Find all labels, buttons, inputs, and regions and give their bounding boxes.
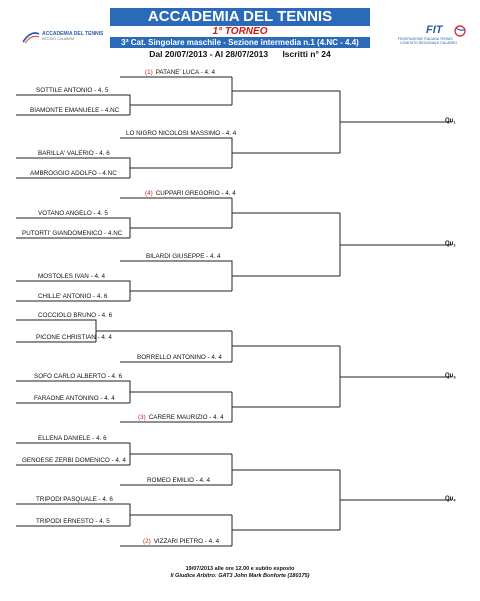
player-entry: COCCIOLO BRUNO - 4. 6 (38, 312, 113, 319)
bye-player-entry: ROMEO EMILIO - 4. 4 (147, 477, 210, 484)
seed-number: (2) (143, 538, 151, 545)
qualifier-3: Qu3 (445, 373, 456, 380)
tennis-ball-icon (22, 32, 40, 44)
player-entry: TRIPODI PASQUALE - 4. 6 (36, 496, 113, 503)
qualifier-2: Qu2 (445, 241, 456, 248)
bracket-lines (16, 76, 452, 547)
bracket-names: (1)PATANE' LUCA - 4. 4 (4)CUPPARI GREGOR… (22, 69, 456, 545)
fit-logo-line1: FEDERAZIONE ITALIANA TENNIS (398, 37, 453, 41)
qualifier-1: Qu1 (445, 118, 456, 125)
academy-logo-subtext: REGGIO CALABRIA (42, 37, 75, 41)
player-entry: CHILLE' ANTONIO - 4. 6 (38, 293, 108, 300)
player-entry: VOTANO ANGELO - 4. 5 (38, 210, 108, 217)
category-banner: 3ª Cat. Singolare maschile - Sezione int… (110, 37, 370, 48)
seed-number: (4) (145, 190, 153, 197)
bye-player-entry: LO NIGRO NICOLOSI MASSIMO - 4. 4 (126, 130, 237, 137)
academy-logo-text: ACCADEMIA DEL TENNIS (42, 31, 104, 37)
iscritti-count: Iscritti n° 24 (282, 49, 331, 59)
seed-4-entry: (4)CUPPARI GREGORIO - 4. 4 (145, 190, 236, 197)
seed-1-entry: (1)PATANE' LUCA - 4. 4 (145, 69, 215, 76)
bye-player-entry: BORRELLO ANTONINO - 4. 4 (137, 354, 222, 361)
fit-logo-line2: COMITATO REGIONALE CALABRO (400, 41, 457, 45)
player-entry: GENOESE ZERBI DOMENICO - 4. 4 (22, 457, 126, 464)
date-range: Dal 20/07/2013 - Al 28/07/2013 (149, 49, 269, 59)
player-entry: SOFO CARLO ALBERTO - 4. 6 (34, 373, 122, 380)
bye-player-entry: BILARDI GIUSEPPE - 4. 4 (146, 253, 221, 260)
tournament-title: ACCADEMIA DEL TENNIS (110, 8, 370, 26)
footer-publish-line: 19/07/2013 alle ore 12.00 e subito espos… (185, 566, 295, 572)
seed-player: CUPPARI GREGORIO - 4. 4 (156, 190, 237, 197)
seed-player: CARERE MAURIZIO - 4. 4 (149, 414, 224, 421)
seed-player: VIZZARI PIETRO - 4. 4 (154, 538, 220, 545)
seed-3-entry: (3)CARERE MAURIZIO - 4. 4 (138, 414, 224, 421)
seed-number: (1) (145, 69, 153, 76)
fit-swoosh-icon (454, 25, 466, 37)
player-entry: PUTORTI' GIANDOMENICO - 4.NC (22, 230, 123, 237)
academy-logo: ACCADEMIA DEL TENNIS REGGIO CALABRIA (22, 30, 104, 44)
player-entry: PICONE CHRISTIAN - 4. 4 (36, 334, 112, 341)
player-entry: TRIPODI ERNESTO - 4. 5 (36, 518, 110, 525)
player-entry: SOTTILE ANTONIO - 4. 5 (36, 87, 109, 94)
footer: 19/07/2013 alle ore 12.00 e subito espos… (0, 566, 480, 580)
seed-2-entry: (2)VIZZARI PIETRO - 4. 4 (143, 538, 220, 545)
footer-referee-line: Il Giudice Arbitro: GAT3 John Mark Bonfo… (170, 573, 310, 579)
seed-number: (3) (138, 414, 146, 421)
player-entry: FARAONE ANTONINO - 4. 4 (34, 395, 115, 402)
fit-logo-text: FIT (426, 24, 443, 36)
seed-player: PATANE' LUCA - 4. 4 (156, 69, 216, 76)
player-entry: ELLENA DANIELE - 4. 6 (38, 435, 107, 442)
player-entry: AMBROGGIO ADOLFO - 4.NC (30, 170, 117, 177)
player-entry: BIAMONTE EMANUELE - 4.NC (30, 107, 120, 114)
player-entry: BARILLA' VALERIO - 4. 6 (38, 150, 110, 157)
fit-logo: FIT FEDERAZIONE ITALIANA TENNIS COMITATO… (398, 24, 470, 48)
tournament-edition: 1° TORNEO (212, 26, 268, 37)
date-line: Dal 20/07/2013 - Al 28/07/2013 Iscritti … (110, 49, 370, 59)
qualifier-4: Qu4 (445, 496, 456, 503)
player-entry: MOSTOLES IVAN - 4. 4 (38, 273, 105, 280)
